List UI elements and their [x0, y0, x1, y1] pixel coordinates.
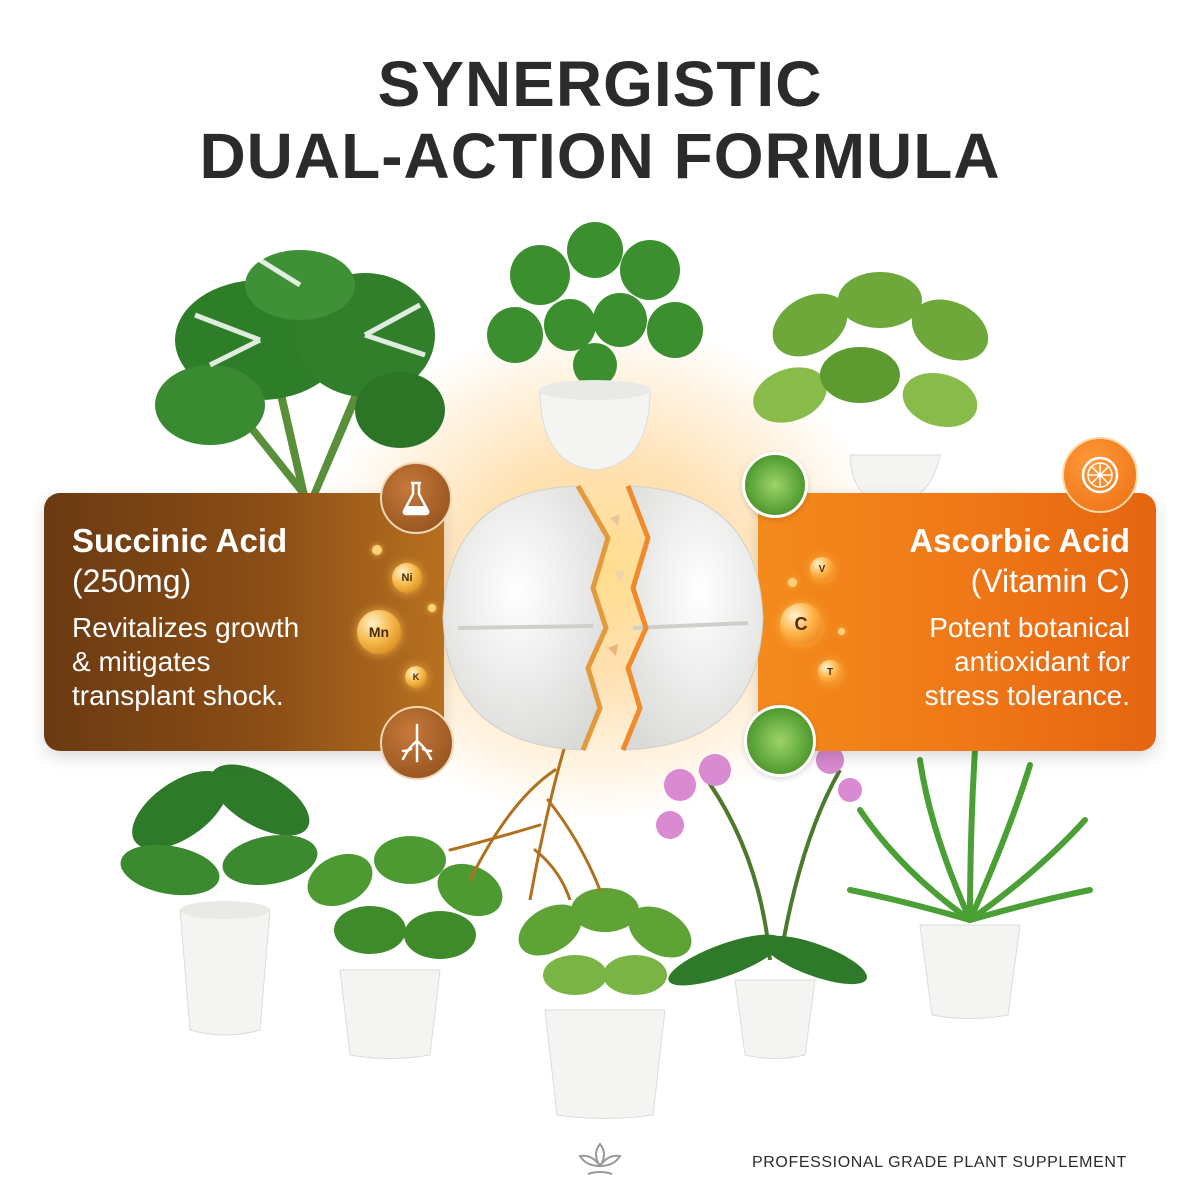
description-line: transplant shock.	[72, 680, 284, 711]
pothos-plant-image	[753, 272, 989, 504]
ingredient-name: Ascorbic Acid	[909, 522, 1130, 559]
vitamin-bubble-c: C	[780, 603, 822, 645]
citrus-slice-icon	[1062, 437, 1138, 513]
small-pothos-plant-image	[518, 888, 692, 1119]
ingredient-name: Succinic Acid	[72, 522, 288, 559]
heartleaf-plant-image	[307, 836, 503, 1059]
vitamin-bubble-v: V	[810, 557, 834, 581]
description-line: Revitalizes growth	[72, 612, 300, 643]
ingredient-amount: (250mg)	[72, 563, 192, 599]
fern-plant-image	[847, 750, 1093, 1019]
description-line: & mitigates	[72, 646, 211, 677]
sparkle-dot	[838, 628, 845, 635]
roots-icon	[380, 706, 454, 780]
headline-line-2: DUAL-ACTION FORMULA	[199, 120, 1001, 192]
mineral-bubble-k: K	[405, 666, 427, 688]
pilea-plant-image	[487, 222, 703, 471]
mineral-bubble-ni: Ni	[392, 563, 422, 593]
ingredient-description: Potent botanical antioxidant for stress …	[758, 611, 1130, 713]
leaf-logo-icon	[578, 1142, 622, 1175]
footer-tagline: PROFESSIONAL GRADE PLANT SUPPLEMENT	[752, 1154, 1127, 1171]
peace-lily-plant-image	[120, 764, 318, 1036]
ingredient-amount: (Vitamin C)	[970, 563, 1130, 599]
orchid-plant-image	[656, 746, 867, 1059]
headline-line-1: SYNERGISTIC	[377, 48, 823, 120]
sparkle-dot	[788, 578, 797, 587]
headline: SYNERGISTIC DUAL-ACTION FORMULA	[0, 48, 1200, 192]
chloroplast-icon	[744, 705, 816, 777]
monstera-plant-image	[155, 250, 445, 495]
description-line: Potent botanical	[929, 612, 1130, 643]
sparkle-dot	[428, 604, 436, 612]
succinic-acid-panel: Succinic Acid (250mg) Revitalizes growth…	[44, 493, 444, 751]
ascorbic-acid-panel: Ascorbic Acid (Vitamin C) Potent botanic…	[758, 493, 1156, 751]
vitamin-bubble-t: T	[818, 660, 842, 684]
plant-cell-icon	[742, 452, 808, 518]
split-tablet-image	[442, 484, 764, 751]
roots-illustration	[448, 730, 602, 900]
mineral-bubble-mn: Mn	[357, 610, 401, 654]
ingredient-description: Revitalizes growth & mitigates transplan…	[72, 611, 444, 713]
sparkle-dot	[372, 545, 382, 555]
description-line: stress tolerance.	[924, 680, 1130, 711]
description-line: antioxidant for	[954, 646, 1130, 677]
lab-flask-icon	[380, 462, 452, 534]
